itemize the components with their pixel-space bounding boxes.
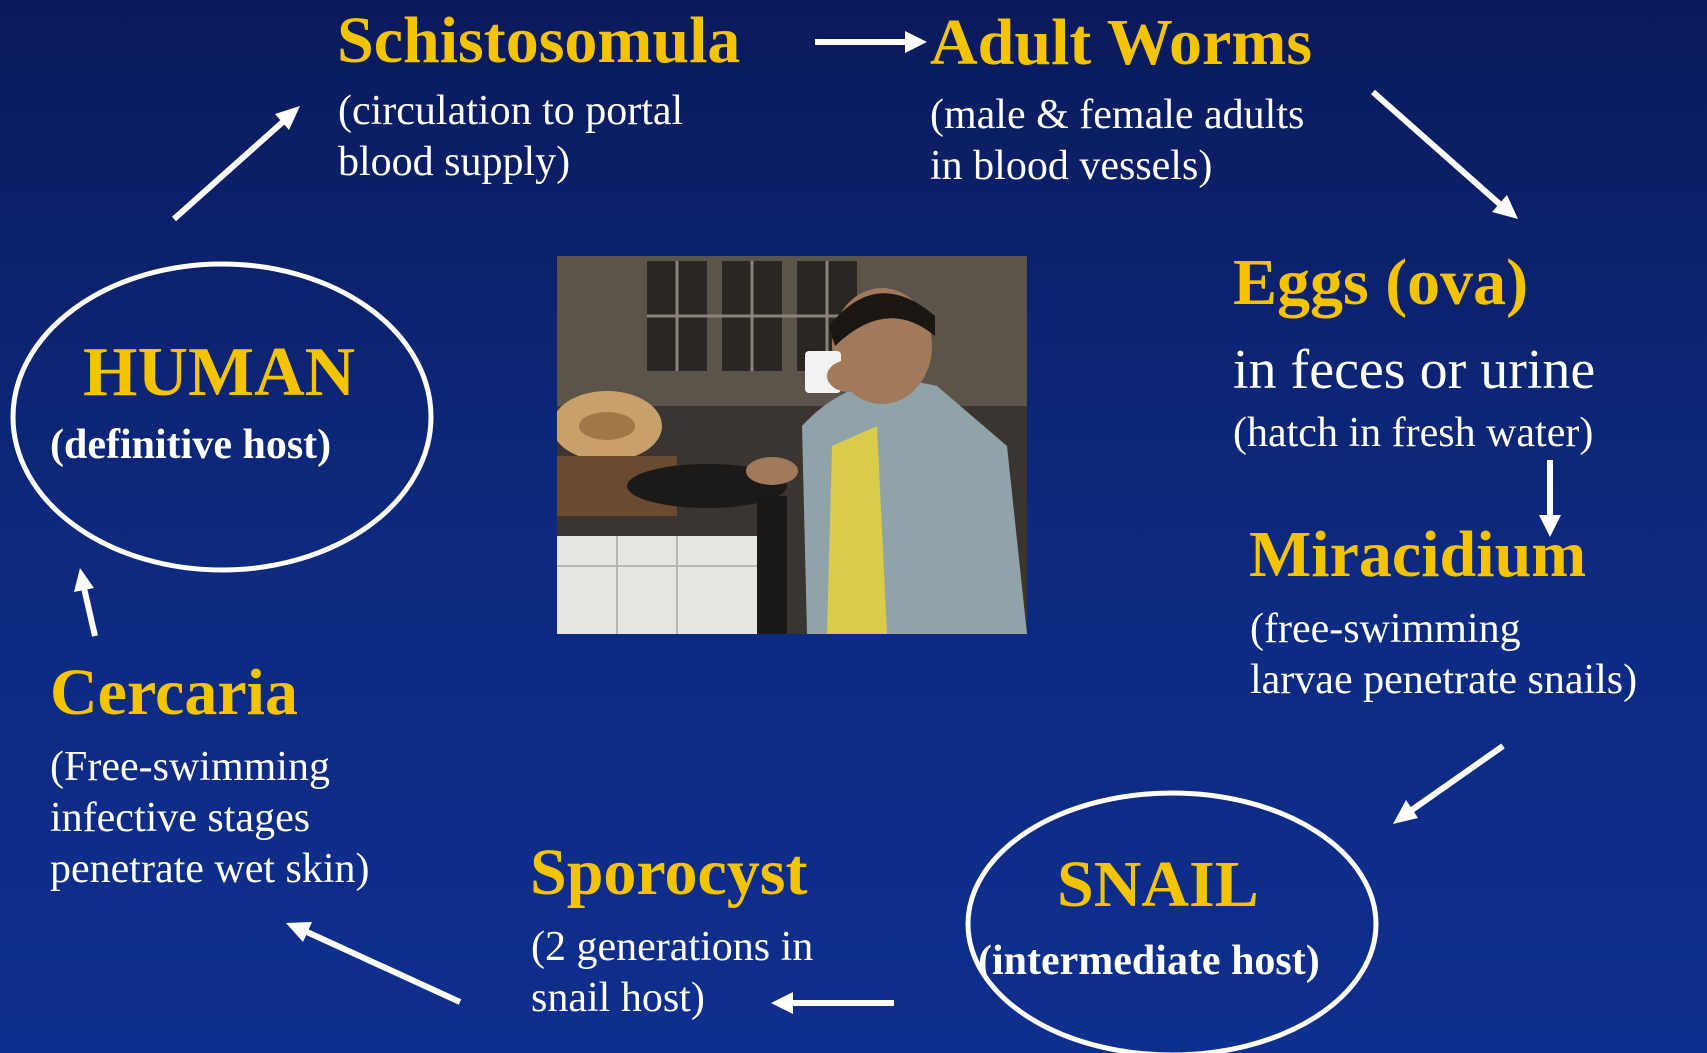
adult-worms-title: Adult Worms (930, 10, 1312, 76)
adult-worms-description: (male & female adults in blood vessels) (930, 90, 1304, 192)
schistosomula-description: (circulation to portal blood supply) (338, 86, 683, 188)
snail-ellipse (968, 793, 1376, 1053)
arrow-cercaria-to-human (84, 588, 95, 636)
cercaria-desc-line: infective stages (50, 793, 370, 844)
schistosomula-title: Schistosomula (337, 8, 740, 74)
eggs-desc-line: (hatch in fresh water) (1233, 408, 1593, 459)
human-description: (definitive host) (50, 420, 331, 471)
cercaria-desc-line: penetrate wet skin) (50, 844, 370, 895)
sporocyst-desc-line: snail host) (531, 973, 813, 1024)
sporocyst-title: Sporocyst (530, 840, 807, 906)
sporocyst-desc-line: (2 generations in (531, 922, 813, 973)
miracidium-desc-line: larvae penetrate snails) (1250, 655, 1637, 706)
miracidium-description: (free-swimming larvae penetrate snails) (1250, 604, 1637, 706)
human-title: HUMAN (83, 338, 355, 408)
eggs-description: (hatch in fresh water) (1233, 408, 1593, 459)
arrow-human-to-schistosomula (174, 120, 285, 219)
adult-worms-desc-line: in blood vessels) (930, 141, 1304, 192)
human-ellipse (13, 264, 431, 570)
snail-description: (intermediate host) (978, 936, 1320, 987)
eggs-title: Eggs (ova) (1233, 250, 1528, 316)
sporocyst-description: (2 generations in snail host) (531, 922, 813, 1024)
miracidium-title: Miracidium (1249, 522, 1586, 588)
arrow-sporocyst-to-cercaria (307, 932, 460, 1002)
cercaria-description: (Free-swimming infective stages penetrat… (50, 742, 370, 896)
cercaria-desc-line: (Free-swimming (50, 742, 370, 793)
snail-title: SNAIL (1057, 852, 1259, 918)
person-drinking-photo (557, 256, 1027, 634)
arrow-miracidium-to-snail (1409, 746, 1503, 812)
arrowhead-icon (905, 31, 927, 53)
schistosomula-desc-line: blood supply) (338, 137, 683, 188)
adult-worms-desc-line: (male & female adults (930, 90, 1304, 141)
arrow-adult-worms-to-eggs (1373, 92, 1503, 207)
cercaria-title: Cercaria (50, 660, 298, 726)
arrowhead-icon (1393, 800, 1418, 824)
arrowhead-icon (74, 568, 94, 592)
miracidium-desc-line: (free-swimming (1250, 604, 1637, 655)
schistosomula-desc-line: (circulation to portal (338, 86, 683, 137)
eggs-subtitle: in feces or urine (1233, 336, 1595, 404)
